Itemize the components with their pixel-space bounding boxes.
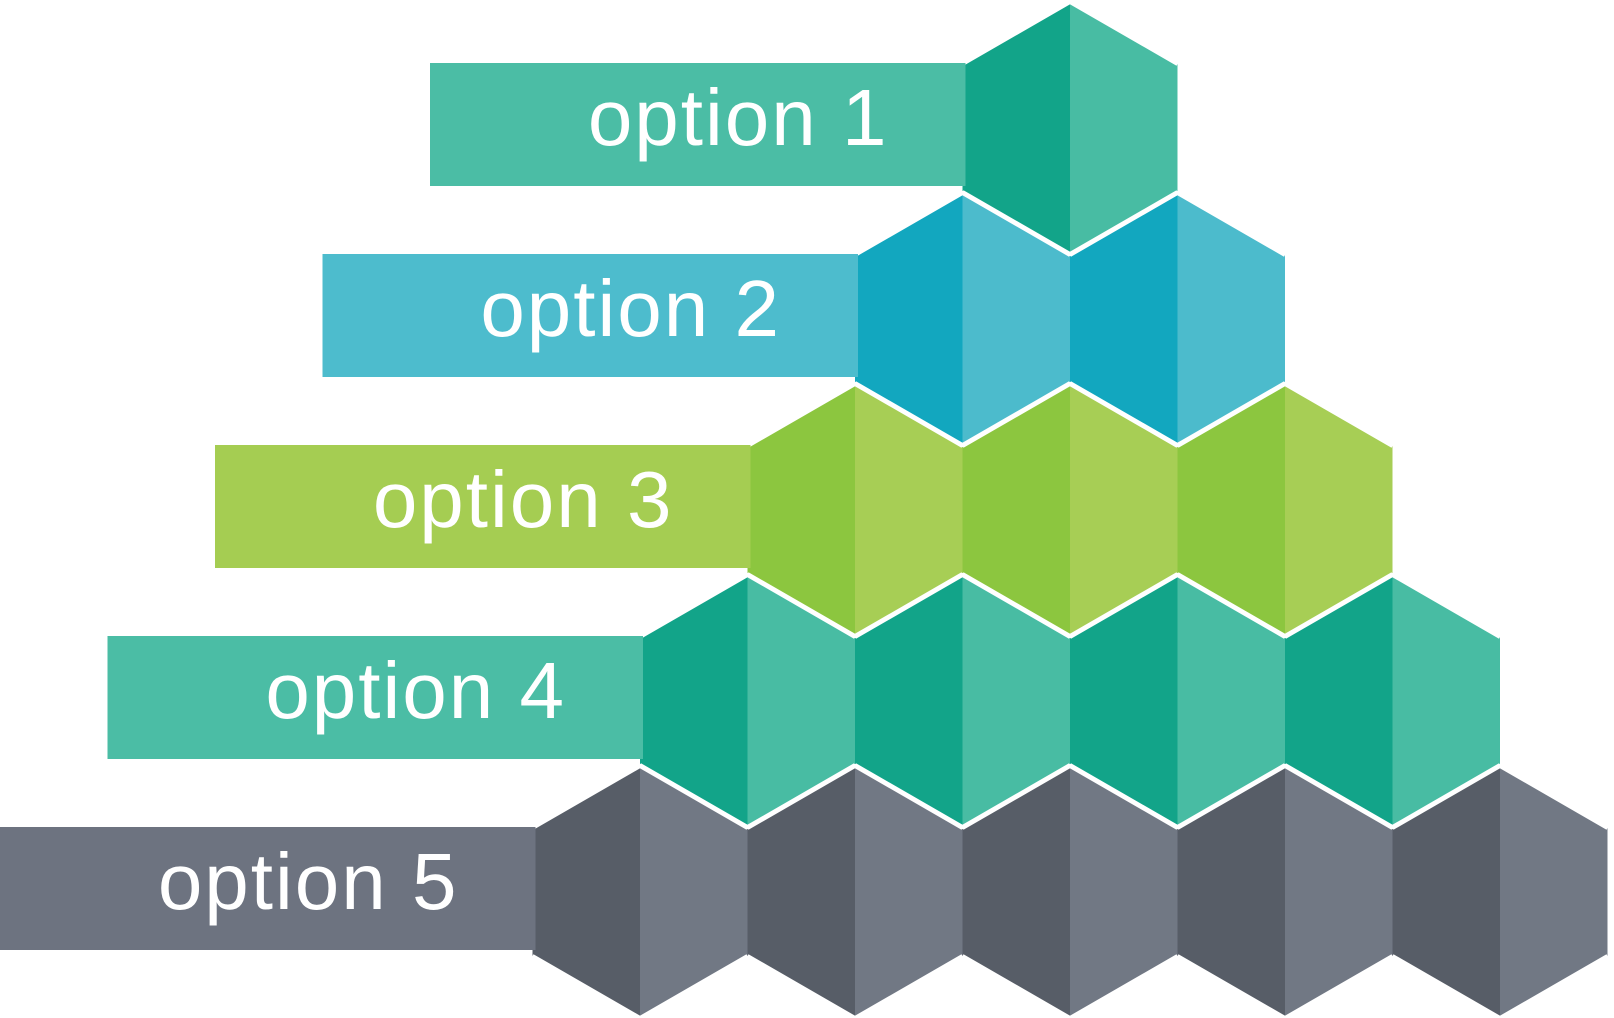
hexagon-face-dark (855, 575, 963, 827)
hexagon-seam (1176, 763, 1394, 1018)
hexagon-face-dark (747, 766, 855, 1018)
hexagon-face-dark (532, 766, 640, 1018)
option-3-banner (215, 445, 751, 568)
option-1-label: option 1 (588, 73, 889, 162)
hexagon-seams-layer (531, 0, 1609, 1018)
hexagon-faces-layer (532, 2, 1608, 1018)
hexagon-face-dark (855, 193, 963, 445)
hexagon-face-dark (1392, 766, 1500, 1018)
hexagon-face-dark (747, 384, 855, 636)
hexagon-face-dark (962, 766, 1070, 1018)
hexagon-face-dark (1070, 575, 1178, 827)
option-labels-layer: option 1 option 2 option 3 option 4 option 5 (158, 73, 889, 926)
hexagon-face-dark (640, 575, 748, 827)
option-3-label: option 3 (373, 455, 674, 544)
hexagon-face-dark (962, 2, 1070, 254)
option-5-label: option 5 (158, 837, 459, 926)
option-2-label: option 2 (480, 264, 781, 353)
hexagon-seam (961, 763, 1179, 1018)
option-1-banner (430, 63, 966, 186)
hexagon-face-dark (1285, 575, 1393, 827)
hexagon-face-dark (1070, 193, 1178, 445)
option-4-label: option 4 (265, 646, 566, 735)
option-4-banner (107, 636, 643, 759)
hexagon-seam (531, 763, 749, 1018)
hexagon-face-dark (1177, 766, 1285, 1018)
option-2-banner (322, 254, 858, 377)
hexagon-face-dark (962, 384, 1070, 636)
option-banners-layer (0, 63, 966, 950)
hexagon-face-dark (1177, 384, 1285, 636)
hexagon-seam (746, 763, 964, 1018)
hexagon-seam (1391, 763, 1609, 1018)
option-5-banner (0, 827, 536, 950)
